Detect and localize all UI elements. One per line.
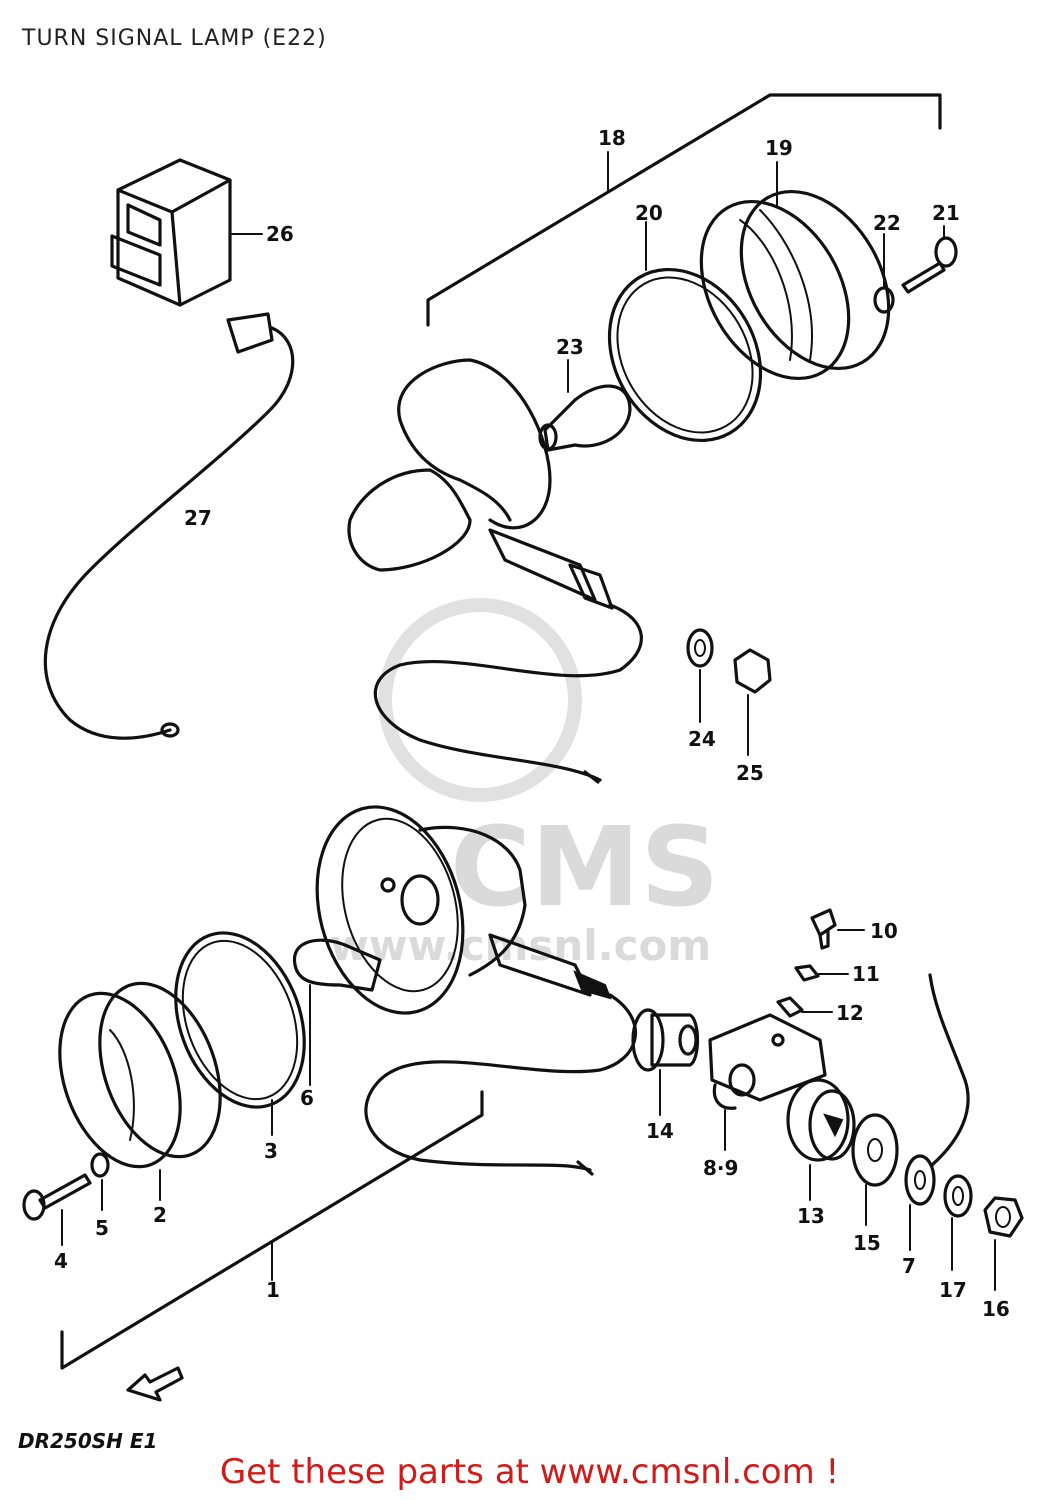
lower-screw-set <box>22 1152 110 1246</box>
lower-lens <box>58 981 222 1201</box>
callout-25: 25 <box>736 761 764 785</box>
callout-19: 19 <box>765 136 793 160</box>
callout-8-9: 8·9 <box>703 1156 738 1180</box>
callout-1: 1 <box>266 1278 280 1302</box>
retainer <box>786 1078 856 1201</box>
large-washer <box>851 1113 899 1226</box>
callout-23: 23 <box>556 335 584 359</box>
callout-2: 2 <box>153 1203 167 1227</box>
mounting-bracket <box>708 1013 827 1151</box>
small-hardware <box>776 908 865 1018</box>
lug-washer-with-wire <box>904 973 970 1251</box>
callout-14: 14 <box>646 1119 674 1143</box>
callout-11: 11 <box>852 962 880 986</box>
callout-4: 4 <box>54 1249 68 1273</box>
callout-22: 22 <box>873 211 901 235</box>
upper-nut-set <box>686 628 772 756</box>
callout-24: 24 <box>688 727 716 751</box>
relay-unit <box>110 158 263 307</box>
upper-lamp-housing <box>347 358 643 784</box>
callout-13: 13 <box>797 1204 825 1228</box>
callout-21: 21 <box>932 201 960 225</box>
callout-17: 17 <box>939 1278 967 1302</box>
forward-arrow-icon <box>126 1366 184 1402</box>
lock-washer <box>943 1174 973 1271</box>
callout-5: 5 <box>95 1216 109 1240</box>
model-code: DR250SH E1 <box>18 1429 157 1453</box>
callout-bracket-18 <box>426 93 942 327</box>
upper-screw-set <box>873 225 958 314</box>
lower-gasket <box>174 931 306 1136</box>
watermark: CMS www.cmsnl.com <box>330 598 719 970</box>
callout-10: 10 <box>870 919 898 943</box>
callout-6: 6 <box>300 1086 314 1110</box>
callout-20: 20 <box>635 201 663 225</box>
callout-bracket-1 <box>60 1090 484 1370</box>
lower-nut <box>983 1196 1024 1291</box>
lower-lamp-housing <box>315 805 638 1176</box>
callout-16: 16 <box>982 1297 1010 1321</box>
callout-3: 3 <box>264 1139 278 1163</box>
callout-26: 26 <box>266 222 294 246</box>
lower-bulb <box>292 938 382 1086</box>
upper-gasket <box>607 221 763 443</box>
ground-wire <box>43 312 295 740</box>
watermark-logo-text: CMS <box>450 803 719 931</box>
callout-12: 12 <box>836 1001 864 1025</box>
callout-15: 15 <box>853 1231 881 1255</box>
callout-18: 18 <box>598 126 626 150</box>
upper-lens <box>699 161 891 381</box>
callout-27: 27 <box>184 506 212 530</box>
page-title: TURN SIGNAL LAMP (E22) <box>22 26 327 51</box>
footer-promo[interactable]: Get these parts at www.cmsnl.com ! <box>219 1452 840 1492</box>
grommet <box>631 1008 700 1116</box>
callout-7: 7 <box>902 1254 916 1278</box>
callout-labels: 18 19 20 21 22 23 24 25 26 27 10 11 12 6… <box>54 126 1010 1321</box>
upper-bulb <box>538 359 632 452</box>
